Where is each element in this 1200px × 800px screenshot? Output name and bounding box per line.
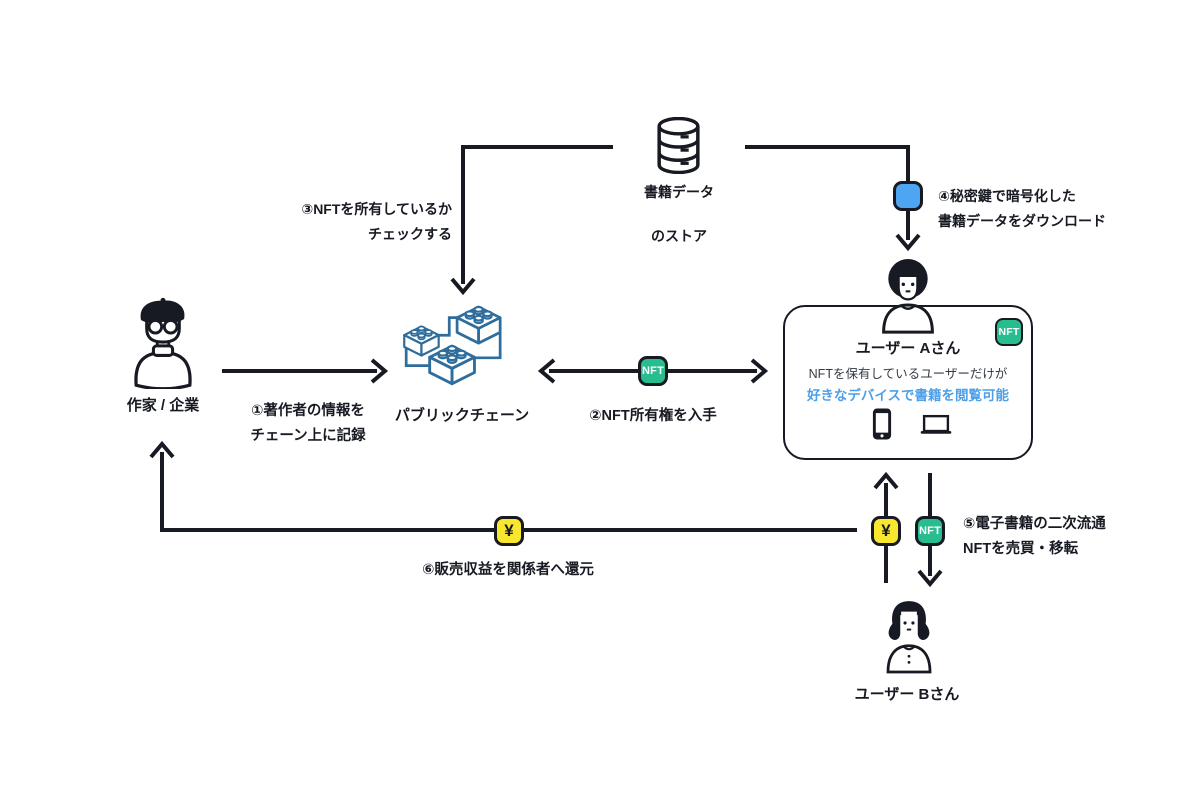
user-a-icon [882, 259, 934, 334]
arrowhead-right-usera [750, 358, 769, 384]
user-b-icon [886, 601, 932, 674]
store-label: 書籍データ のストア [644, 184, 714, 244]
arrowhead-left-chain [537, 358, 556, 384]
arrow-store-to-chain [461, 145, 613, 284]
arrowhead-up-author [149, 440, 175, 459]
author-icon [134, 297, 192, 389]
author-label: 作家 / 企業 [126, 397, 200, 414]
user-a-desc-highlight: 好きなデバイスで書籍を閲覧可能 [806, 388, 1010, 403]
arrowhead-up-usera [873, 471, 899, 490]
step6-label: ⑥販売収益を関係者へ還元 [422, 562, 594, 578]
step5-label: ⑤電子書籍の二次流通 NFTを売買・移転 [963, 516, 1106, 557]
laptop-icon [920, 414, 952, 434]
chain-label: パブリックチェーン [394, 407, 530, 424]
arrowhead-down-chain [450, 277, 476, 296]
yen-badge-resale: ¥ [871, 516, 901, 546]
nft-badge-card: NFT [995, 318, 1023, 346]
arrowhead-down-userb [917, 569, 943, 588]
user-b-name: ユーザー Bさん [854, 686, 960, 703]
step1-label: ①著作者の情報を チェーン上に記録 [250, 403, 366, 444]
user-a-name: ユーザー Aさん [855, 340, 961, 357]
arrow-revenue-return [160, 452, 857, 532]
store-label-line2: のストア [651, 228, 707, 244]
nft-badge-mid: NFT [638, 356, 668, 386]
arrow-store-to-usera [745, 145, 910, 240]
blockchain-icon [403, 305, 502, 386]
yen-badge-return: ¥ [494, 516, 524, 546]
smartphone-icon [872, 408, 892, 440]
arrowhead-right-chain [370, 358, 389, 384]
step3-label: ③NFTを所有しているか チェックする [301, 201, 452, 242]
user-a-desc: NFTを保有しているユーザーだけが [808, 367, 1008, 381]
encrypted-data-badge [893, 181, 923, 211]
nft-badge-resale: NFT [915, 516, 945, 546]
arrowhead-down-usera [895, 233, 921, 252]
step4-label: ④秘密鍵で暗号化した 書籍データをダウンロード [938, 188, 1106, 229]
database-icon [657, 117, 700, 174]
step2-label: ②NFT所有権を入手 [589, 408, 717, 424]
user-a-card [783, 305, 1033, 460]
